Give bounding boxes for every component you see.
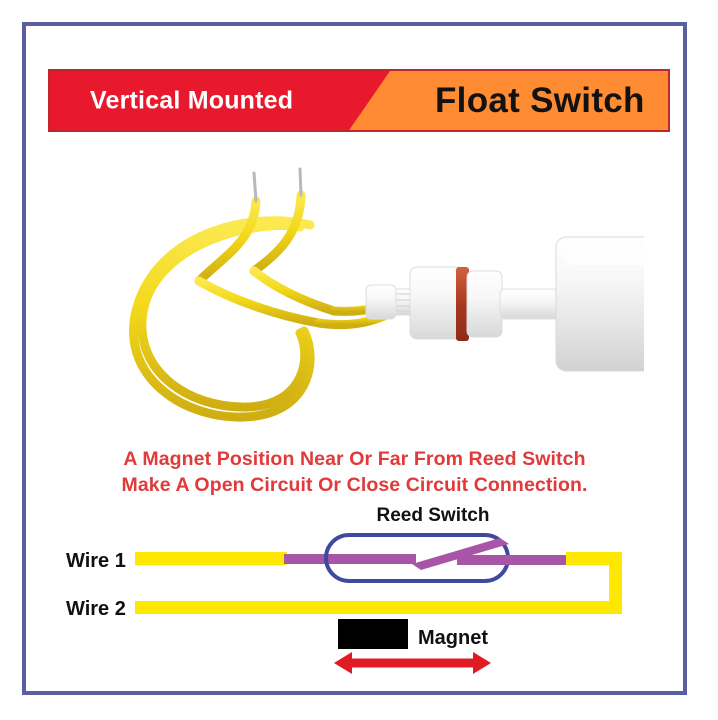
description-text: A Magnet Position Near Or Far From Reed … — [26, 446, 683, 498]
banner-title: Float Switch — [435, 80, 645, 120]
reed-contact-angled-blade — [412, 538, 509, 570]
reed-switch-circuit-svg: Reed Switch Wire 1 Wire 2 Magnet — [66, 505, 622, 674]
product-photo — [104, 161, 644, 431]
magnet-block — [338, 619, 408, 649]
header-banner: Vertical Mounted Float Switch — [48, 69, 670, 132]
reed-switch-label: Reed Switch — [377, 505, 490, 526]
banner-red-panel — [50, 71, 390, 130]
description-line-1: A Magnet Position Near Or Far From Reed … — [123, 448, 586, 470]
banner-subtitle: Vertical Mounted — [90, 86, 294, 114]
magnet-label: Magnet — [418, 627, 488, 649]
magnet-movement-arrow — [334, 652, 491, 674]
wire1-purple-left-lead — [284, 554, 330, 564]
reed-contact-left-blade — [330, 554, 416, 564]
description-line-2: Make A Open Circuit Or Close Circuit Con… — [121, 474, 588, 496]
wire1-yellow-left — [135, 552, 287, 565]
circuit-schematic: Reed Switch Wire 1 Wire 2 Magnet — [0, 495, 718, 690]
reed-contact-right-blade — [457, 555, 569, 565]
wire2-yellow — [135, 601, 622, 614]
wire-uturn-vertical — [609, 552, 622, 614]
wire1-yellow-right — [566, 552, 622, 565]
wire1-label: Wire 1 — [66, 550, 126, 572]
wire2-label: Wire 2 — [66, 598, 126, 620]
float-switch-illustration — [129, 167, 644, 422]
